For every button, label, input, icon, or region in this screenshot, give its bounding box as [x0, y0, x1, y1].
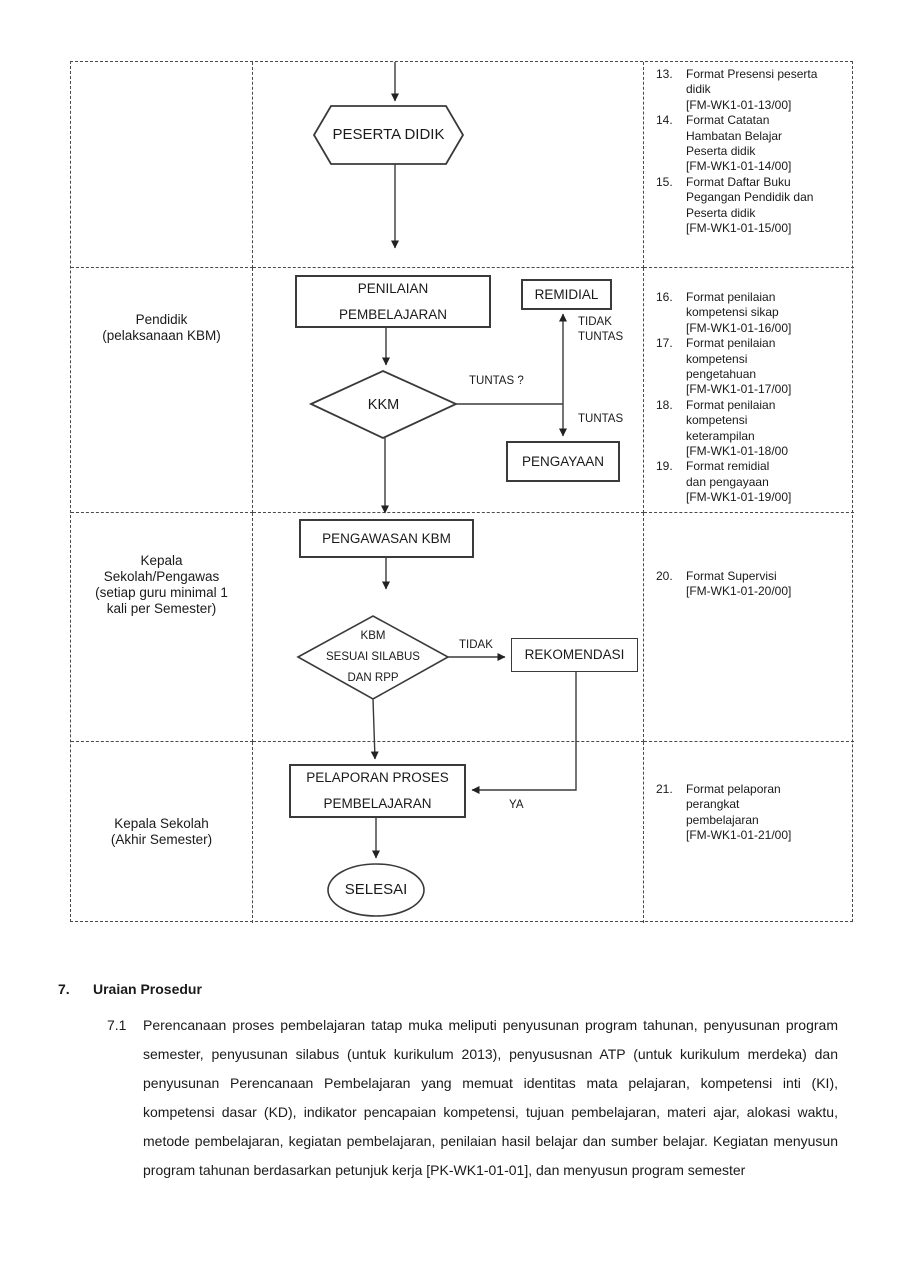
- form-item-number: 18.: [656, 397, 673, 412]
- section-item-text: Perencanaan proses pembelajaran tatap mu…: [143, 1017, 838, 1178]
- section-title: Uraian Prosedur: [93, 981, 202, 997]
- forms-cell-row4: 21. Format pelaporan perangkat pembelaja…: [644, 742, 854, 923]
- flow-cell-row1: [253, 62, 644, 268]
- form-item-number: 15.: [656, 174, 673, 189]
- form-item: 16. Format penilaian kompetensi sikap [F…: [656, 290, 850, 336]
- form-item: 14. Format Catatan Hambatan Belajar Pese…: [656, 113, 850, 175]
- flow-cell-row2: [253, 268, 644, 513]
- swimlane-table: 13. Format Presensi peserta didik [FM-WK…: [70, 61, 854, 923]
- form-item-text: Format remidial dan pengayaan [FM-WK1-01…: [686, 459, 792, 505]
- forms-cell-row2: 16. Format penilaian kompetensi sikap [F…: [644, 268, 854, 513]
- flow-cell-row3: [253, 513, 644, 742]
- form-item-text: Format Catatan Hambatan Belajar Peserta …: [686, 113, 792, 174]
- flow-cell-row4: [253, 742, 644, 923]
- form-item-number: 17.: [656, 336, 673, 351]
- forms-cell-row1: 13. Format Presensi peserta didik [FM-WK…: [644, 62, 854, 268]
- section-item-7-1: 7.1 Perencanaan proses pembelajaran tata…: [107, 1011, 838, 1185]
- form-item-text: Format penilaian kompetensi sikap [FM-WK…: [686, 290, 792, 335]
- actor-cell-row1-empty: [71, 62, 253, 268]
- form-item-text: Format penilaian kompetensi pengetahuan …: [686, 336, 792, 397]
- form-item-number: 16.: [656, 290, 673, 304]
- form-item-number: 19.: [656, 459, 673, 474]
- section-heading: 7. Uraian Prosedur: [58, 981, 202, 997]
- section-number: 7.: [58, 981, 70, 997]
- form-item: 20. Format Supervisi [FM-WK1-01-20/00]: [656, 569, 850, 600]
- form-item-text: Format Daftar Buku Pegangan Pendidik dan…: [686, 174, 814, 236]
- form-item: 18. Format penilaian kompetensi keteramp…: [656, 398, 850, 460]
- form-item-text: Format Supervisi [FM-WK1-01-20/00]: [686, 569, 792, 599]
- form-item-number: 21.: [656, 782, 673, 796]
- form-item-text: Format penilaian kompetensi keterampilan…: [686, 397, 789, 459]
- form-item: 13. Format Presensi peserta didik [FM-WK…: [656, 67, 850, 113]
- forms-cell-row3: 20. Format Supervisi [FM-WK1-01-20/00]: [644, 513, 854, 742]
- form-item: 15. Format Daftar Buku Pegangan Pendidik…: [656, 175, 850, 237]
- actor-label-kepala-sekolah-pengawas: Kepala Sekolah/Pengawas (setiap guru min…: [71, 513, 253, 742]
- form-item: 19. Format remidial dan pengayaan [FM-WK…: [656, 459, 850, 505]
- form-item: 17. Format penilaian kompetensi pengetah…: [656, 336, 850, 398]
- form-item: 21. Format pelaporan perangkat pembelaja…: [656, 782, 850, 844]
- form-item-text: Format pelaporan perangkat pembelajaran …: [686, 782, 792, 843]
- section-item-number: 7.1: [107, 1017, 127, 1033]
- actor-label-pendidik: Pendidik (pelaksanaan KBM): [71, 268, 253, 513]
- form-item-number: 20.: [656, 569, 673, 583]
- form-item-number: 14.: [656, 113, 673, 128]
- form-item-number: 13.: [656, 67, 673, 81]
- actor-label-kepala-sekolah: Kepala Sekolah (Akhir Semester): [71, 742, 253, 923]
- form-item-text: Format Presensi peserta didik [FM-WK1-01…: [686, 67, 818, 112]
